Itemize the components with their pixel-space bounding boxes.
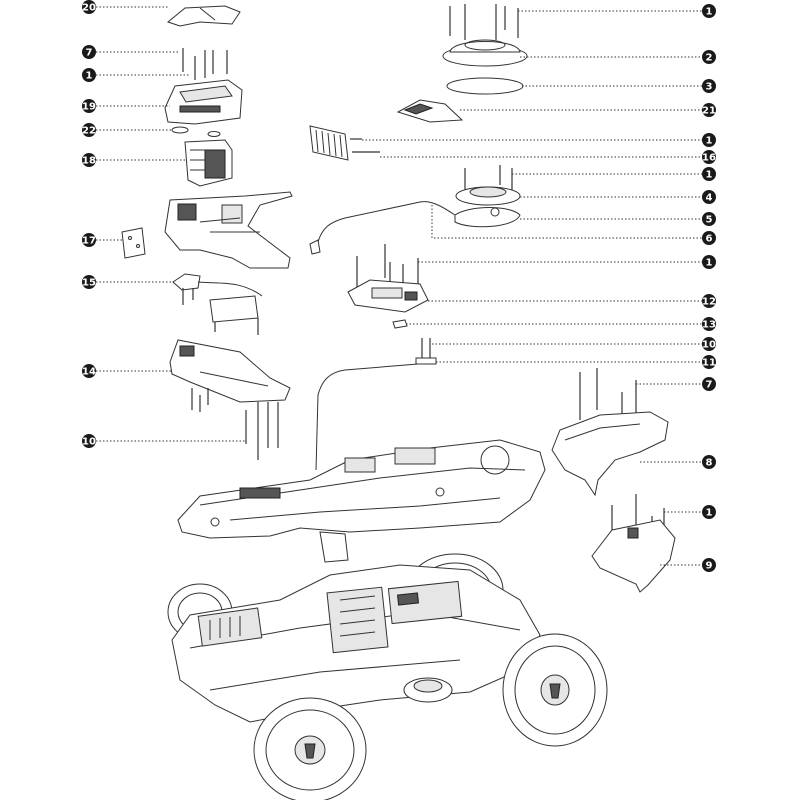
part-1-screws-motor bbox=[464, 165, 513, 192]
callout-7-left: 7 bbox=[82, 45, 96, 59]
part-3-o-ring bbox=[446, 77, 524, 95]
svg-text:4: 4 bbox=[706, 193, 713, 204]
svg-text:20: 20 bbox=[82, 3, 96, 14]
callout-4: 4 bbox=[702, 190, 716, 204]
part-15-sensor bbox=[172, 273, 263, 335]
svg-text:16: 16 bbox=[702, 153, 716, 164]
callout-3: 3 bbox=[702, 79, 716, 93]
assembled-mower bbox=[167, 553, 608, 800]
callout-6: 6 bbox=[702, 231, 716, 245]
part-21-wedge bbox=[396, 99, 464, 123]
svg-text:2: 2 bbox=[706, 53, 713, 64]
svg-text:7: 7 bbox=[706, 380, 713, 391]
callout-1-top: 1 bbox=[702, 4, 716, 18]
part-20-top-cover bbox=[166, 5, 241, 27]
callout-5: 5 bbox=[702, 212, 716, 226]
leader-lines bbox=[96, 6, 703, 566]
callout-1-box: 1 bbox=[702, 255, 716, 269]
svg-text:1: 1 bbox=[706, 170, 713, 181]
callout-14: 14 bbox=[82, 364, 96, 378]
callout-1-flap: 1 bbox=[702, 505, 716, 519]
callout-12: 12 bbox=[702, 294, 716, 308]
part-2-dome-cover bbox=[442, 39, 528, 67]
callout-1-left: 1 bbox=[82, 68, 96, 82]
svg-text:5: 5 bbox=[706, 215, 713, 226]
callout-16: 16 bbox=[702, 150, 716, 164]
part-13-clip bbox=[392, 319, 408, 329]
part-16-grille bbox=[309, 125, 380, 161]
callout-22: 22 bbox=[82, 123, 96, 137]
part-12-control-box bbox=[347, 244, 429, 313]
svg-text:3: 3 bbox=[706, 82, 713, 93]
part-6-cable bbox=[314, 201, 456, 253]
svg-text:1: 1 bbox=[706, 7, 713, 18]
svg-text:19: 19 bbox=[82, 102, 96, 113]
callout-15: 15 bbox=[82, 275, 96, 289]
callout-11: 11 bbox=[702, 355, 716, 369]
callout-1-motor: 1 bbox=[702, 167, 716, 181]
callout-8: 8 bbox=[702, 455, 716, 469]
part-22-ring bbox=[171, 126, 221, 137]
svg-text:21: 21 bbox=[702, 106, 716, 117]
svg-text:1: 1 bbox=[706, 258, 713, 269]
chassis-frame bbox=[177, 439, 546, 563]
part-18-module bbox=[184, 139, 233, 187]
svg-text:10: 10 bbox=[702, 340, 716, 351]
svg-text:22: 22 bbox=[82, 126, 96, 137]
callout-9: 9 bbox=[702, 558, 716, 572]
svg-text:18: 18 bbox=[82, 156, 96, 167]
svg-text:13: 13 bbox=[702, 320, 716, 331]
callout-13: 13 bbox=[702, 317, 716, 331]
part-19-upper-housing bbox=[164, 79, 243, 125]
callout-badges: 20 7 1 19 22 18 17 15 14 10 1 2 3 21 1 1… bbox=[82, 0, 716, 572]
part-body-with-arm bbox=[164, 191, 293, 269]
svg-text:15: 15 bbox=[82, 278, 96, 289]
callout-1-grille: 1 bbox=[702, 133, 716, 147]
svg-text:11: 11 bbox=[702, 358, 716, 369]
callout-10-left: 10 bbox=[82, 434, 96, 448]
svg-text:12: 12 bbox=[702, 297, 716, 308]
wheel-front-right bbox=[502, 633, 608, 747]
chassis-cable bbox=[315, 363, 419, 471]
part-10-11-pins bbox=[415, 338, 437, 365]
part-5-base-plate bbox=[454, 207, 521, 228]
callout-19: 19 bbox=[82, 99, 96, 113]
svg-text:7: 7 bbox=[86, 48, 93, 59]
callout-20: 20 bbox=[82, 0, 96, 14]
svg-text:17: 17 bbox=[82, 236, 96, 247]
part-17-plate bbox=[121, 227, 146, 259]
svg-text:9: 9 bbox=[706, 561, 713, 572]
svg-text:14: 14 bbox=[82, 367, 96, 378]
svg-text:1: 1 bbox=[706, 136, 713, 147]
svg-text:6: 6 bbox=[706, 234, 713, 245]
part-7-screws-left bbox=[182, 48, 228, 80]
svg-text:1: 1 bbox=[86, 71, 93, 82]
part-9-side-flap bbox=[591, 494, 676, 593]
callout-18: 18 bbox=[82, 153, 96, 167]
callout-2: 2 bbox=[702, 50, 716, 64]
callout-17: 17 bbox=[82, 233, 96, 247]
wheel-front-left bbox=[253, 697, 367, 800]
part-14-lower-housing bbox=[169, 339, 291, 460]
callout-21: 21 bbox=[702, 103, 716, 117]
callout-7-right: 7 bbox=[702, 377, 716, 391]
svg-text:8: 8 bbox=[706, 458, 713, 469]
svg-text:10: 10 bbox=[82, 437, 96, 448]
callout-10-right: 10 bbox=[702, 337, 716, 351]
svg-text:1: 1 bbox=[706, 508, 713, 519]
part-4-motor-disc bbox=[455, 186, 521, 206]
part-8-bumper bbox=[551, 368, 669, 497]
part-1-screws-top bbox=[449, 4, 519, 40]
